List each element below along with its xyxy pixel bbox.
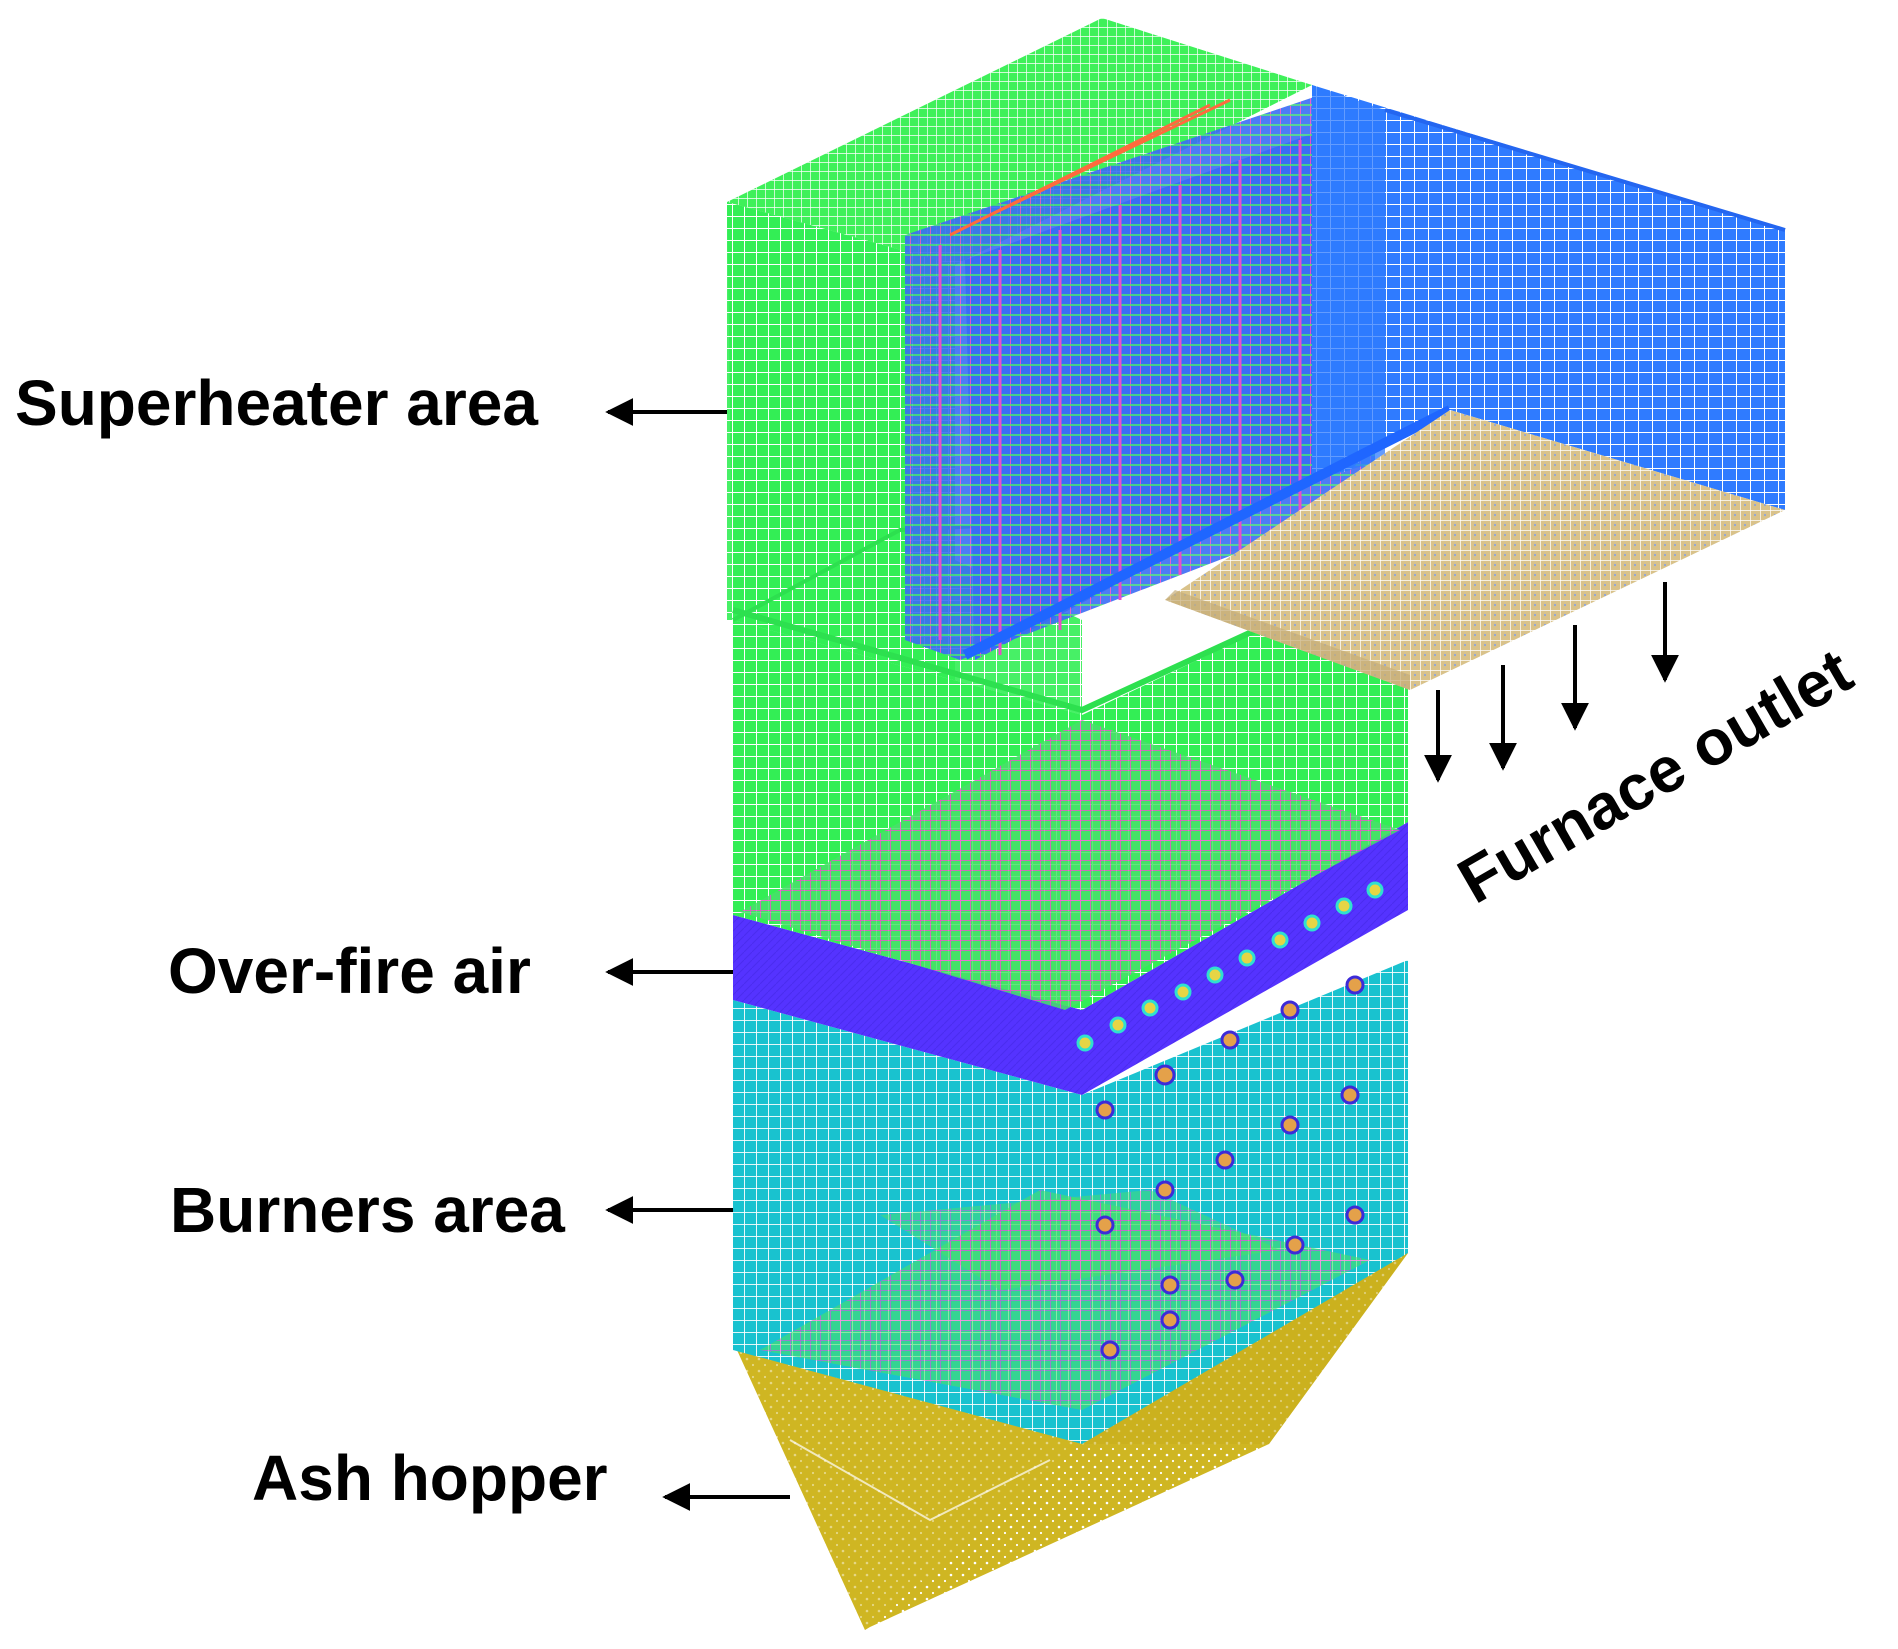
burners-region: [733, 960, 1408, 1444]
label-arrows: [605, 398, 790, 1511]
overfire-air-ports: [1076, 881, 1384, 1052]
ash-hopper-label: Ash hopper: [252, 1442, 608, 1514]
furnace-middle-region: [733, 560, 1408, 1010]
furnace-outlet-label: Furnace outlet: [1446, 634, 1864, 917]
overfire-air-label: Over-fire air: [168, 935, 531, 1007]
furnace-outlet-arrows: [1424, 582, 1679, 783]
burners-area-label: Burners area: [170, 1174, 565, 1246]
overfire-air-band: [733, 822, 1408, 1095]
horizontal-flue-region: [962, 85, 1786, 660]
burner-ports: [1095, 975, 1365, 1360]
superheater-area-label: Superheater area: [15, 367, 538, 439]
furnace-outlet-plane: [1165, 410, 1785, 690]
superheater-tube-panels: [905, 95, 1375, 660]
